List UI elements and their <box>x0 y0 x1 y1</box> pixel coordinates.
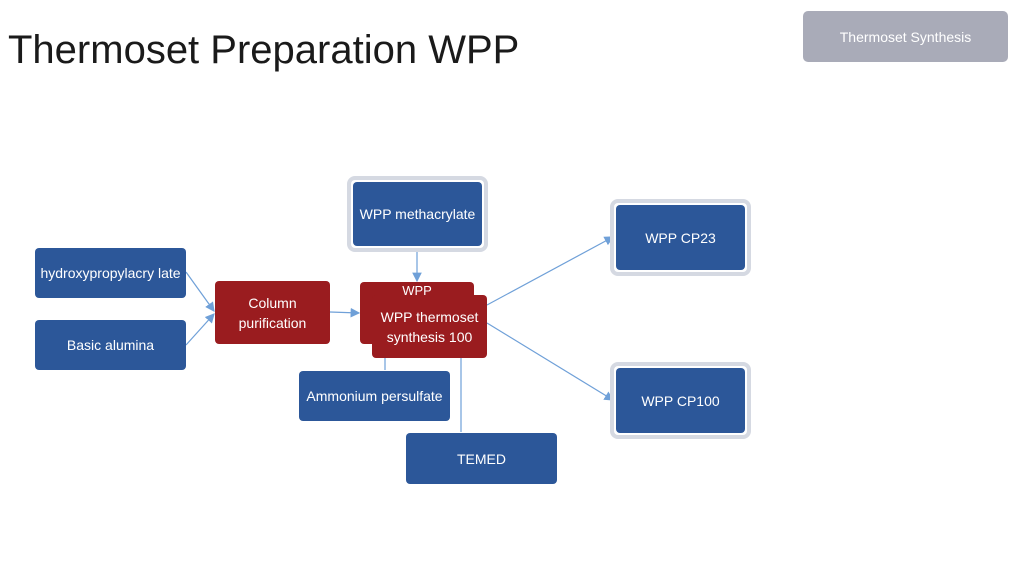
page-title: Thermoset Preparation WPP <box>8 28 520 72</box>
edge-wpp-cp23 <box>486 236 615 306</box>
edge-hpa-column <box>185 271 215 312</box>
node-wpp-cp23[interactable]: WPP CP23 <box>616 205 745 270</box>
node-basic-alumina[interactable]: Basic alumina <box>35 320 186 370</box>
node-wpp-thermoset-synthesis[interactable]: WPP thermoset synthesis 100 <box>372 295 487 358</box>
node-ammonium-persulfate[interactable]: Ammonium persulfate <box>299 371 450 421</box>
node-hydroxypropylacrylate[interactable]: hydroxypropylacry late <box>35 248 186 298</box>
edge-alumina-column <box>185 313 215 346</box>
node-temed[interactable]: TEMED <box>406 433 557 484</box>
node-wpp-cp100[interactable]: WPP CP100 <box>616 368 745 433</box>
edge-column-wpp <box>329 307 361 318</box>
edge-wpp-cp100 <box>486 322 615 401</box>
node-column-purification[interactable]: Column purification <box>215 281 330 344</box>
node-wpp-methacrylate[interactable]: WPP methacrylate <box>353 182 482 246</box>
section-tag[interactable]: Thermoset Synthesis <box>803 11 1008 62</box>
